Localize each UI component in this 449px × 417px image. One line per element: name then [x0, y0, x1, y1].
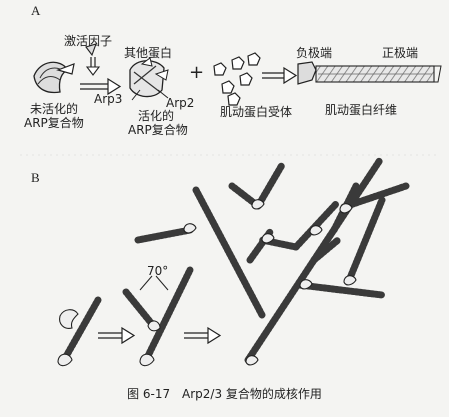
- branch-arp-complexes: [183, 199, 357, 366]
- actin-monomers: [213, 52, 261, 106]
- figure-caption: 图 6-17 Arp2/3 复合物的成核作用: [0, 385, 449, 402]
- figure-number: 图 6-17: [127, 387, 171, 401]
- inactive-arp-complex: [33, 61, 75, 94]
- panel-a-letter: A: [31, 3, 41, 18]
- branched-network: [134, 156, 410, 364]
- activation-arrow: [80, 77, 122, 96]
- stage1-filament: [57, 296, 102, 367]
- minus-end-label: 负极端: [296, 46, 333, 60]
- stage2-branch: [122, 266, 194, 367]
- actin-filament-a: [297, 61, 442, 85]
- active-arp-complex: [129, 57, 169, 101]
- arp3-label: Arp3: [94, 92, 123, 106]
- actin-monomers-label: 肌动蛋白受体: [220, 105, 293, 119]
- actin-filament-label: 肌动蛋白纤维: [325, 103, 398, 117]
- arp2-label: Arp2: [166, 96, 195, 110]
- activation-factor-label: 激活因子: [64, 34, 113, 48]
- assembly-arrow: [262, 66, 298, 85]
- panel-b-letter: B: [31, 170, 40, 185]
- plus-end-label: 正极端: [382, 46, 419, 60]
- inactive-arp-label-line1: 未活化的: [30, 102, 79, 116]
- stage-arrow-1: [98, 326, 136, 345]
- active-arp-label-line1: 活化的: [138, 109, 175, 123]
- figure-title: Arp2/3 复合物的成核作用: [182, 387, 322, 401]
- plus-sign: +: [189, 62, 205, 83]
- inactive-arp-label-line2: ARP复合物: [24, 116, 84, 130]
- activation-factor-icon: [85, 43, 101, 76]
- active-arp-label-line2: ARP复合物: [128, 123, 188, 137]
- angle-label: 70°: [147, 264, 169, 278]
- stage-arrow-2: [184, 326, 222, 345]
- other-proteins-label: 其他蛋白: [124, 46, 173, 60]
